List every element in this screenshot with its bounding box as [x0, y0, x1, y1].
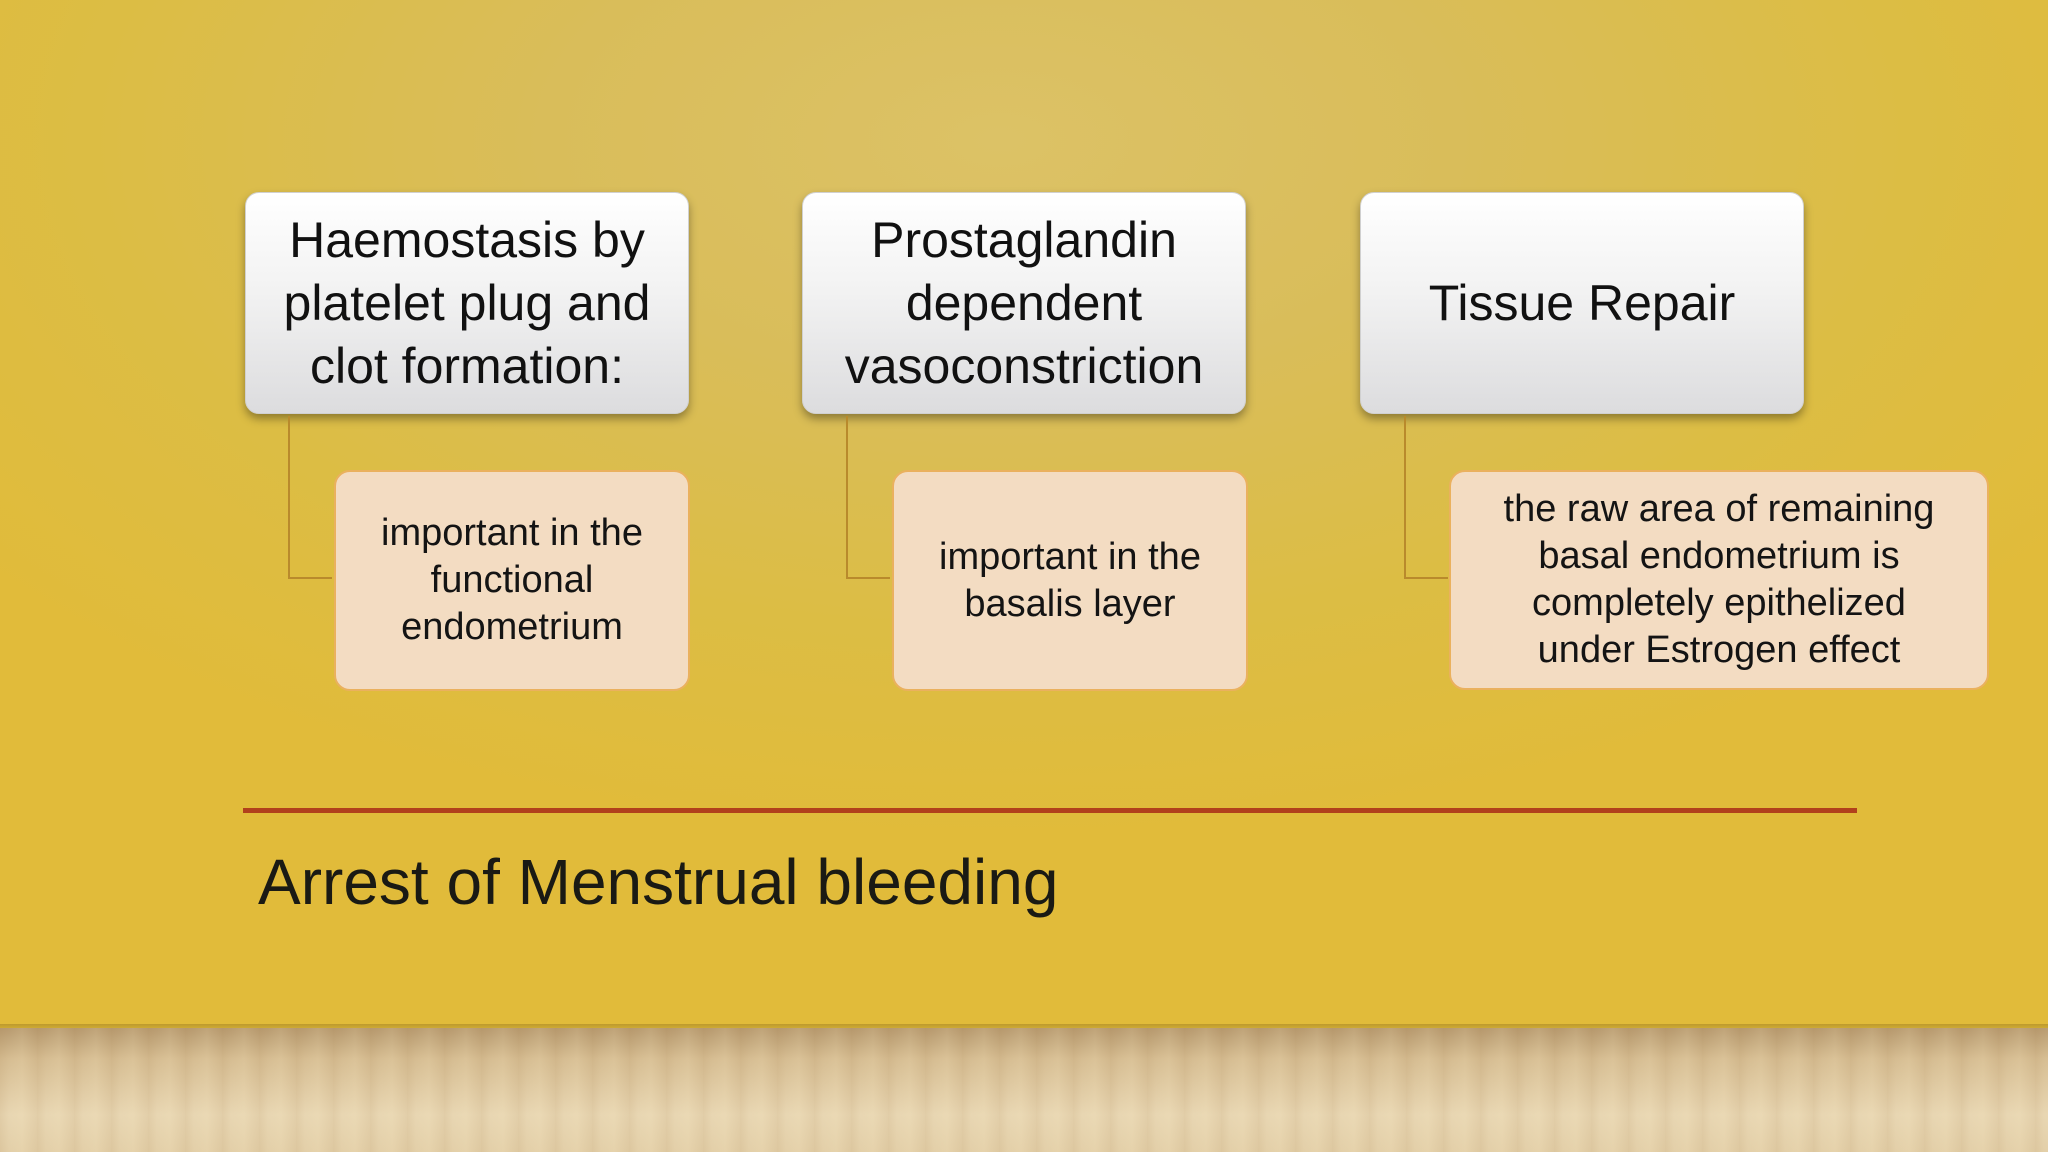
wood-floor: [0, 1028, 2048, 1152]
slide-title: Arrest of Menstrual bleeding: [258, 846, 1059, 918]
heading-text: Tissue Repair: [1428, 274, 1736, 331]
heading-box-vasoconstriction: Prostaglandin dependent vasoconstriction: [802, 192, 1246, 414]
detail-text: important in the basalis layer: [939, 535, 1201, 625]
heading-text: Haemostasis by platelet plug and clot fo…: [283, 211, 651, 394]
detail-box-tissue-repair: the raw area of remaining basal endometr…: [1449, 470, 1989, 690]
detail-box-haemostasis: important in the functional endometrium: [334, 470, 690, 691]
detail-text: important in the functional endometrium: [381, 512, 643, 648]
detail-text: the raw area of remaining basal endometr…: [1503, 488, 1935, 671]
detail-box-vasoconstriction: important in the basalis layer: [892, 470, 1248, 691]
connector-line: [1404, 416, 1448, 579]
heading-box-tissue-repair: Tissue Repair: [1360, 192, 1804, 414]
divider-rule: [243, 808, 1857, 813]
connector-line: [846, 416, 890, 579]
heading-text: Prostaglandin dependent vasoconstriction: [844, 211, 1204, 394]
connector-line: [288, 416, 332, 579]
heading-box-haemostasis: Haemostasis by platelet plug and clot fo…: [245, 192, 689, 414]
